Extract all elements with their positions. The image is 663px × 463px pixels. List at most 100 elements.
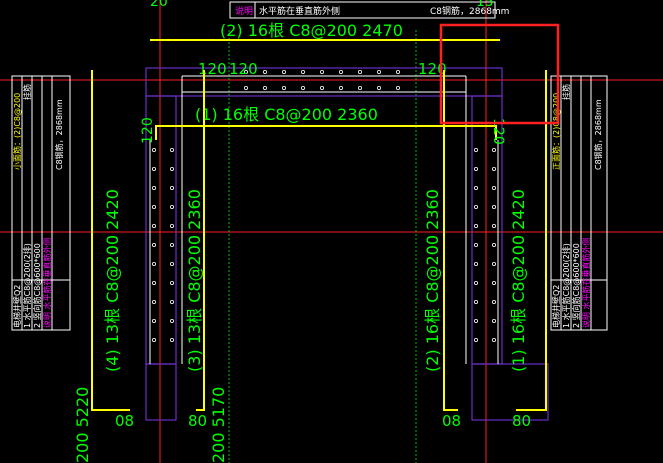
rebar-dot <box>473 204 478 209</box>
left-rebar-table: 电梯井壁Q2 1 水平筋C8@200(2排) 2 竖向筋C8@600*600 说… <box>11 75 71 331</box>
rebar-dot <box>491 242 496 247</box>
rebar-dot <box>151 223 156 228</box>
rebar-dot <box>169 280 174 285</box>
rebar-dot <box>169 337 174 342</box>
rebar-dot <box>473 337 478 342</box>
rebar-dot <box>491 185 496 190</box>
rebar-top-1-line <box>155 125 497 140</box>
rebar-dot <box>151 166 156 171</box>
top-note: 说明 水平筋在垂直筋外侧 C8钢筋，2868mm 20 15 <box>150 0 509 19</box>
rebar-left-inner-line <box>196 70 205 411</box>
dim-top-left: 120 <box>198 60 227 78</box>
rebar-dot <box>491 318 496 323</box>
rebar-dots-top <box>243 70 400 91</box>
rebar-dot <box>376 70 381 75</box>
top-note-label: 说明 <box>235 5 253 17</box>
rebar-dot <box>491 299 496 304</box>
right-table-col3: C8钢筋，2868mm <box>593 99 603 170</box>
rebar-dot <box>491 166 496 171</box>
rebar-dot <box>169 242 174 247</box>
rebar-dot <box>357 86 362 91</box>
rebar-dot <box>151 261 156 266</box>
rebar-dot <box>243 86 248 91</box>
rebar-dot <box>281 70 286 75</box>
rebar-dot <box>262 70 267 75</box>
rebar-dot <box>473 242 478 247</box>
rebar-dot <box>262 86 267 91</box>
rebar-dot <box>169 204 174 209</box>
left-table-row1: 1 水平筋C8@200(2排) <box>22 243 32 328</box>
rebar-dot <box>151 185 156 190</box>
hook-mid-left-label: 80 <box>188 412 207 430</box>
rebar-left-inner[interactable]: (3) 13根 C8@200 2360 <box>185 70 205 411</box>
rebar-dot <box>151 242 156 247</box>
rebar-dot <box>491 204 496 209</box>
rebar-left-outer-label: (4) 13根 C8@200 2420 <box>103 189 122 372</box>
rebar-dot <box>491 147 496 152</box>
bottom-cut-mid: 200 5170 <box>209 387 228 463</box>
right-footing-outline <box>471 363 549 421</box>
left-table-col1: 小面筋：(2)C8@200 <box>12 93 22 170</box>
rebar-dot <box>491 223 496 228</box>
rebar-top-2-label: (2) 16根 C8@200 2470 <box>220 21 403 40</box>
right-table-col1: 正面筋：(2)C8@200 <box>551 93 561 170</box>
rebar-dot <box>169 318 174 323</box>
rebar-right-outer-line <box>516 70 547 411</box>
bottom-cut-left: 200 5220 <box>73 387 92 463</box>
right-table-row2: 2 竖向筋C8@600*600 <box>571 243 581 328</box>
center-lines <box>228 30 417 463</box>
dim-right-vertical: 120 <box>490 118 506 145</box>
rebar-right-inner-label: (2) 16根 C8@200 2360 <box>423 189 442 372</box>
rebar-dot <box>169 223 174 228</box>
dim-top-right: 120 <box>418 60 447 78</box>
rebar-dot <box>151 299 156 304</box>
right-rebar-table: 电梯井壁Q2 1 水平筋C8@200(2排) 2 竖向筋C8@600*600 说… <box>550 75 608 331</box>
rebar-dot <box>169 299 174 304</box>
rebar-dot <box>151 204 156 209</box>
right-table-frame <box>550 75 608 331</box>
rebar-dot <box>491 280 496 285</box>
rebar-left-outer-line <box>91 70 130 411</box>
rebar-dot <box>473 147 478 152</box>
rebar-left-outer[interactable]: (4) 13根 C8@200 2420 <box>91 70 130 411</box>
rebar-dots-left <box>151 147 174 342</box>
selection-highlight-box[interactable] <box>439 23 560 125</box>
wall-outlines <box>145 67 549 421</box>
left-table-col3: C8钢筋，2868mm <box>54 99 64 170</box>
right-table-row3: 说明 水平筋在垂直筋外侧 <box>581 237 591 328</box>
rebar-dot <box>473 318 478 323</box>
left-table-col2: 挂筋 <box>22 84 32 100</box>
rebar-dot <box>357 70 362 75</box>
rebar-right-outer[interactable]: (1) 16根 C8@200 2420 <box>509 70 547 411</box>
rebar-right-inner[interactable]: (2) 16根 C8@200 2360 <box>423 70 458 411</box>
right-table-row1: 1 水平筋C8@200(2排) <box>561 243 571 328</box>
top-wall-outline <box>145 67 503 97</box>
rebar-dot <box>473 280 478 285</box>
rebar-dot <box>376 86 381 91</box>
rebar-dot <box>300 70 305 75</box>
dim-left-vertical: 120 <box>140 117 156 144</box>
rebar-dot <box>151 280 156 285</box>
rebar-dot <box>169 147 174 152</box>
rebar-dot <box>338 86 343 91</box>
rebar-dot <box>473 166 478 171</box>
rebar-top-1[interactable]: (1) 16根 C8@200 2360 <box>155 105 497 140</box>
rebar-dot <box>491 337 496 342</box>
dim-top-mid: 120 <box>229 60 258 78</box>
rebar-dot <box>319 86 324 91</box>
left-footing-outline <box>145 363 177 421</box>
rebar-dot <box>395 86 400 91</box>
rebar-top-1-label: (1) 16根 C8@200 2360 <box>195 105 378 124</box>
rebar-dot <box>169 166 174 171</box>
rebar-right-inner-line <box>443 70 458 411</box>
left-table-row3: 说明 水平筋在垂直筋外侧 <box>42 237 52 328</box>
rebar-dot <box>473 223 478 228</box>
left-table-frame <box>11 75 71 331</box>
rebar-dot <box>491 261 496 266</box>
rebar-dot <box>243 70 248 75</box>
rebar-dot <box>169 261 174 266</box>
rebar-dot <box>395 70 400 75</box>
rebar-dot <box>151 147 156 152</box>
rebar-dot <box>151 337 156 342</box>
